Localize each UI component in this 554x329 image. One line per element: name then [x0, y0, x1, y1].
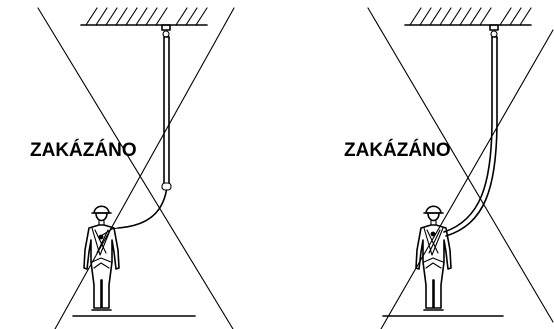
lanyard-left	[118, 37, 171, 228]
prohibited-cross-left	[38, 8, 234, 329]
prohibited-cross-right	[368, 8, 553, 329]
anchor-point-right	[490, 25, 498, 37]
worker-figure-left	[84, 206, 119, 310]
panel-left: ZAKÁZÁNO	[30, 8, 234, 329]
ceiling-left	[81, 8, 207, 25]
panel-right: ZAKÁZÁNO	[344, 8, 553, 329]
forbidden-label-right: ZAKÁZÁNO	[344, 139, 451, 161]
forbidden-label-left: ZAKÁZÁNO	[30, 139, 137, 161]
anchor-point-left	[162, 25, 170, 37]
ceiling-right	[405, 8, 531, 25]
